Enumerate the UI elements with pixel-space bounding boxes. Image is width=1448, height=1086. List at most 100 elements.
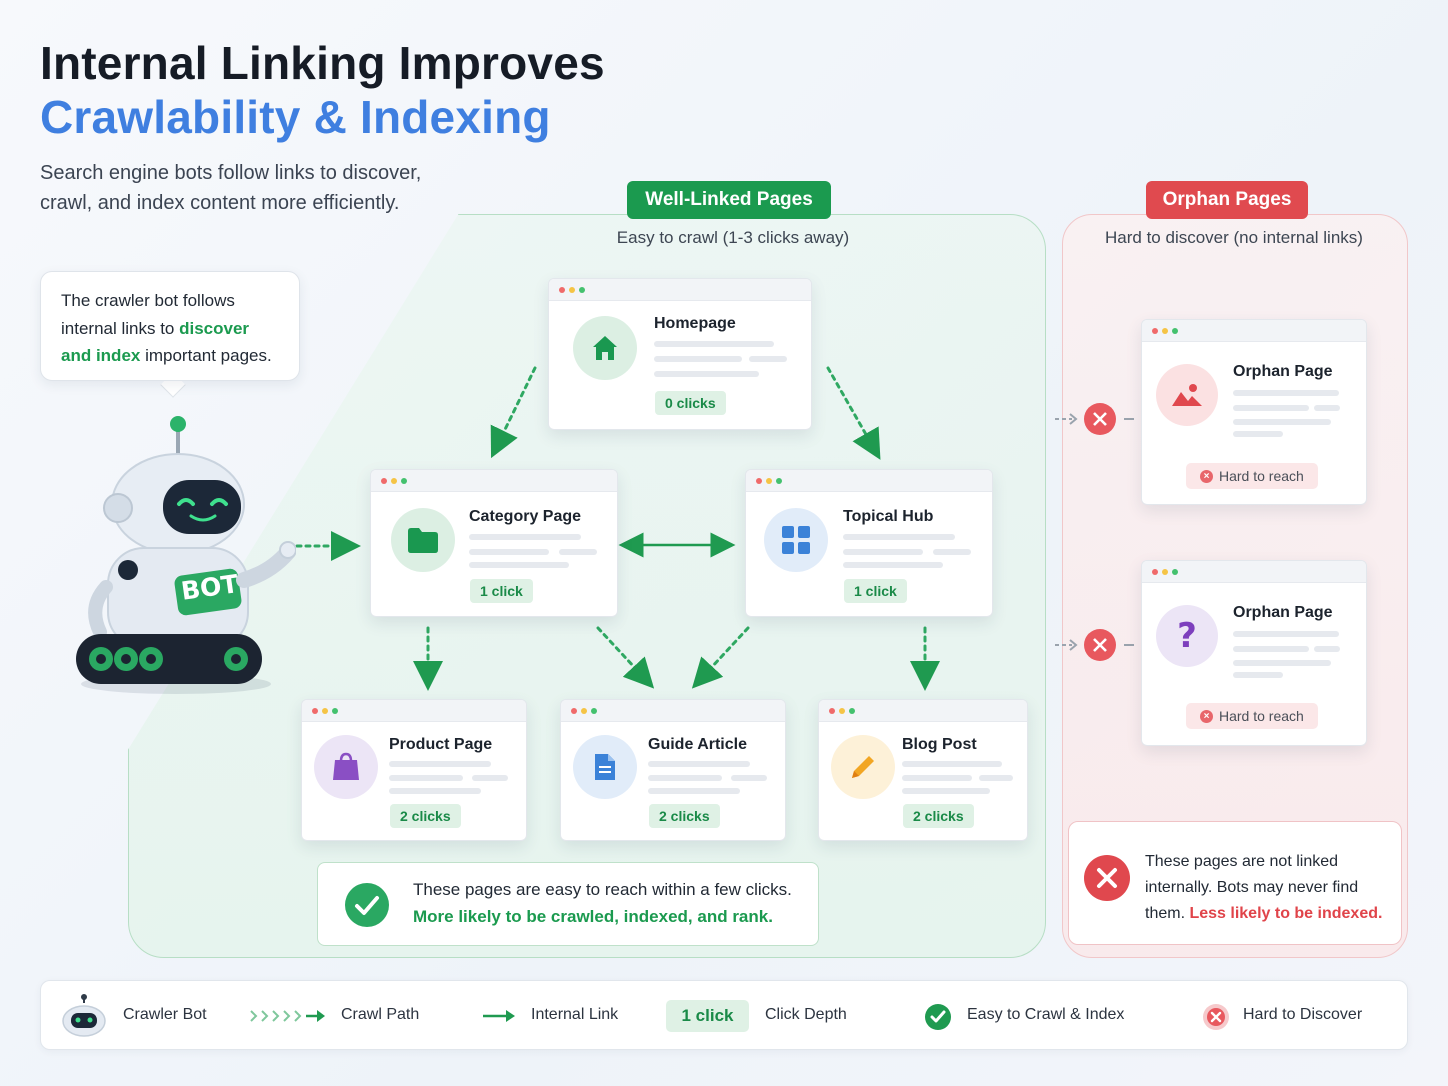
page-card-blog[interactable]: Blog Post 2 clicks xyxy=(818,699,1028,841)
text-placeholder-line xyxy=(843,549,923,555)
text-placeholder-line xyxy=(654,341,774,347)
text-placeholder-line xyxy=(933,549,971,555)
info-text: These pages are easy to reach within a f… xyxy=(413,880,792,899)
text-placeholder-line xyxy=(648,775,722,781)
orphan-card-1[interactable]: Orphan Page × Hard to reach xyxy=(1141,319,1367,505)
question-icon: ? xyxy=(1156,605,1218,667)
orphan-info-box: These pages are not linked internally. B… xyxy=(1068,821,1402,945)
crawl-path-hub-to-guide xyxy=(691,626,750,689)
legend-click-depth: Click Depth xyxy=(765,1006,847,1023)
page-card-guide[interactable]: Guide Article 2 clicks xyxy=(560,699,786,841)
hard-to-reach-badge: × Hard to reach xyxy=(1186,463,1318,489)
text-placeholder-line xyxy=(749,356,787,362)
orphan-card-2[interactable]: ? Orphan Page × Hard to reach xyxy=(1141,560,1367,746)
text-placeholder-line xyxy=(1233,390,1339,396)
bubble-text-c: important pages. xyxy=(140,346,272,365)
page-name: Homepage xyxy=(654,315,736,332)
crawl-path-icon xyxy=(250,1010,325,1022)
document-icon xyxy=(573,735,637,799)
page-name: Category Page xyxy=(469,508,582,525)
text-placeholder-line xyxy=(654,356,742,362)
text-placeholder-line xyxy=(469,534,581,540)
blocked-link-2 xyxy=(1055,629,1134,661)
orphan-subtitle: Hard to discover (no internal links) xyxy=(1105,228,1363,247)
page-subtitle: Search engine bots follow links to disco… xyxy=(40,162,422,214)
page-name: Orphan Page xyxy=(1233,363,1333,380)
well-linked-subtitle: Easy to crawl (1-3 clicks away) xyxy=(616,228,850,247)
folder-icon xyxy=(391,508,455,572)
status-text: Hard to reach xyxy=(1219,468,1304,484)
check-circle-icon xyxy=(345,883,389,927)
text-placeholder-line xyxy=(1233,431,1283,437)
status-text: Hard to reach xyxy=(1219,708,1304,724)
text-placeholder-line xyxy=(389,788,481,794)
text-placeholder-line xyxy=(1233,631,1339,637)
crawl-path-home-to-category xyxy=(490,366,537,459)
text-placeholder-line xyxy=(1233,660,1331,666)
info-text: These pages are not linked internally. B… xyxy=(1145,853,1359,922)
legend-easy: Easy to Crawl & Index xyxy=(967,1006,1125,1023)
click-depth-badge: 2 clicks xyxy=(649,804,720,828)
well-linked-label: Well-Linked Pages xyxy=(627,181,831,219)
pencil-icon xyxy=(831,735,895,799)
text-placeholder-line xyxy=(472,775,508,781)
internal-link-icon xyxy=(483,1010,515,1022)
legend: Crawler Bot Crawl Path Internal Link 1 c… xyxy=(40,980,1408,1050)
text-placeholder-line xyxy=(1233,672,1283,678)
crawler-bot-icon xyxy=(76,416,296,694)
x-circle-icon xyxy=(1203,1004,1229,1030)
legend-internal-link: Internal Link xyxy=(531,1006,619,1023)
crawler-bot-icon xyxy=(62,994,106,1037)
bubble-text-highlight: discover and index xyxy=(61,318,250,366)
crawl-path-category-to-guide xyxy=(596,626,655,689)
text-placeholder-line xyxy=(648,761,750,767)
text-placeholder-line xyxy=(1233,405,1309,411)
hard-to-reach-badge: × Hard to reach xyxy=(1186,703,1318,729)
page-name: Guide Article xyxy=(648,736,747,753)
page-card-homepage[interactable]: Homepage 0 clicks xyxy=(548,278,812,430)
page-name: Product Page xyxy=(389,736,493,753)
click-depth-badge: 0 clicks xyxy=(655,391,726,415)
info-highlight: Less likely to be indexed. xyxy=(1189,905,1383,922)
shopping-bag-icon xyxy=(314,735,378,799)
page-title-line1: Internal Linking Improves xyxy=(40,37,605,89)
legend-click-badge: 1 click xyxy=(666,1000,749,1032)
x-circle-icon: × xyxy=(1200,709,1213,723)
legend-hard: Hard to Discover xyxy=(1243,1006,1363,1023)
text-placeholder-line xyxy=(902,761,1002,767)
crawl-path-home-to-hub xyxy=(826,366,881,460)
text-placeholder-line xyxy=(1233,419,1331,425)
page-card-product[interactable]: Product Page 2 clicks xyxy=(301,699,527,841)
x-circle-icon xyxy=(1084,855,1130,901)
click-depth-badge: 2 clicks xyxy=(903,804,974,828)
text-placeholder-line xyxy=(1314,646,1340,652)
legend-crawl-path: Crawl Path xyxy=(341,1006,420,1023)
page-name: Orphan Page xyxy=(1233,604,1333,621)
blocked-link-1 xyxy=(1055,403,1134,435)
page-title-line2: Crawlability & Indexing xyxy=(40,91,551,143)
page-name: Topical Hub xyxy=(843,508,934,525)
well-linked-info-box: These pages are easy to reach within a f… xyxy=(317,862,819,946)
text-placeholder-line xyxy=(559,549,597,555)
page-card-topical-hub[interactable]: Topical Hub 1 click xyxy=(745,469,993,617)
text-placeholder-line xyxy=(1233,646,1309,652)
page-card-category[interactable]: Category Page 1 click xyxy=(370,469,618,617)
text-placeholder-line xyxy=(389,761,491,767)
legend-crawler-bot: Crawler Bot xyxy=(123,1006,207,1023)
text-placeholder-line xyxy=(902,788,990,794)
orphan-label: Orphan Pages xyxy=(1146,181,1308,219)
x-circle-icon: × xyxy=(1200,469,1213,483)
text-placeholder-line xyxy=(648,788,740,794)
text-placeholder-line xyxy=(731,775,767,781)
home-icon xyxy=(573,316,637,380)
click-depth-badge: 2 clicks xyxy=(390,804,461,828)
text-placeholder-line xyxy=(979,775,1013,781)
text-placeholder-line xyxy=(469,562,569,568)
text-placeholder-line xyxy=(902,775,972,781)
check-circle-icon xyxy=(925,1004,951,1030)
click-depth-badge: 1 click xyxy=(844,579,907,603)
text-placeholder-line xyxy=(1314,405,1340,411)
info-highlight: More likely to be crawled, indexed, and … xyxy=(413,907,773,926)
speech-bubble: The crawler bot follows internal links t… xyxy=(40,271,300,381)
grid-icon xyxy=(764,508,828,572)
